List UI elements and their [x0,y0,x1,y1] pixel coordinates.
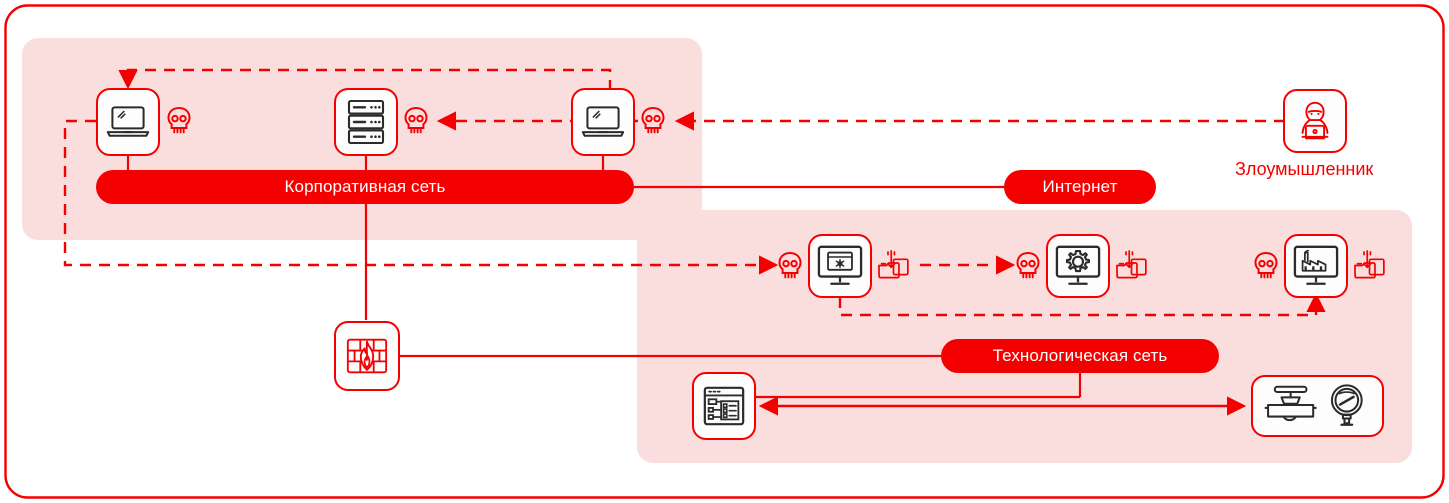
server-rack-icon [347,99,385,145]
corp-laptop-left[interactable] [96,88,160,156]
skull-icon [777,251,803,281]
hmi-console[interactable] [692,372,756,440]
skull-icon [1015,251,1041,281]
tech-scada-host[interactable] [1046,234,1110,298]
laptop-icon [106,106,150,137]
internet-label: Интернет [1042,177,1118,196]
skull-icon [403,106,429,136]
valve-gauge-icon [1264,384,1363,426]
attacker-node[interactable] [1283,89,1347,153]
internet-pill[interactable]: Интернет [1004,170,1156,204]
tech-plant-host[interactable] [1284,234,1348,298]
skull-icon [640,106,666,136]
attacker-label: Злоумышленник [1235,159,1374,179]
tech-virus-host[interactable] [808,234,872,298]
technological-network-label: Технологическая сеть [992,346,1168,365]
monitor-virus-icon [817,245,863,285]
technological-network-pill[interactable]: Технологическая сеть [941,339,1219,373]
data-exfiltration-icon [1353,248,1389,282]
data-exfiltration-icon [1115,248,1151,282]
corp-laptop-right[interactable] [571,88,635,156]
attack-path-corp-laptop-right-to-laptop-left [118,68,612,91]
skull-icon [166,106,192,136]
field-devices[interactable] [1251,375,1384,437]
attack-path-corp-laptop-left-to-tech-virus-host [63,119,779,275]
corporate-network-label: Корпоративная сеть [284,177,446,196]
attack-path-tech-virus-host-to-plant-host [838,292,1326,317]
diagram-outer-frame [4,4,1445,499]
monitor-gear-icon [1055,245,1101,285]
firewall-icon [346,338,388,374]
hmi-window-icon [703,386,745,426]
laptop-icon [581,106,625,137]
hacker-icon [1301,101,1329,140]
monitor-factory-icon [1293,245,1339,285]
data-exfiltration-icon [877,248,913,282]
corporate-network-pill[interactable]: Корпоративная сеть [96,170,634,204]
firewall[interactable] [334,321,400,391]
corp-server[interactable] [334,88,398,156]
skull-icon [1253,251,1279,281]
